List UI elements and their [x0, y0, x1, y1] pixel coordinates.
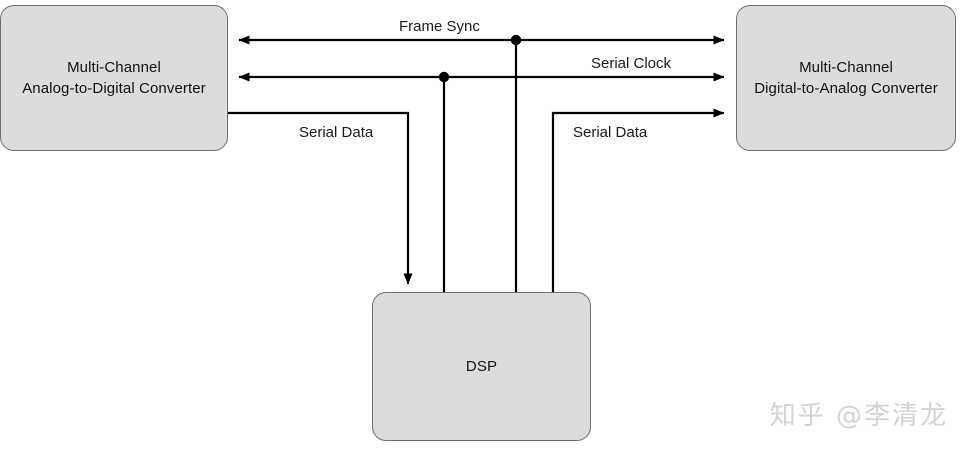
block-digital-to-analog-converter[interactable]: Multi-Channel Digital-to-Analog Converte…: [736, 5, 956, 151]
junction-dot-frame-sync: [510, 34, 522, 46]
label-frame-sync: Frame Sync: [399, 18, 480, 35]
label-serial-data-adc: Serial Data: [299, 124, 374, 141]
watermark: 知乎 @李清龙: [769, 401, 948, 431]
block-label-dsp: DSP: [465, 358, 498, 375]
block-dsp[interactable]: DSP: [372, 292, 591, 441]
label-serial-clock: Serial Clock: [591, 55, 672, 72]
block-label-dac: Multi-Channel Digital-to-Analog Converte…: [754, 59, 938, 97]
block-label-adc: Multi-Channel Analog-to-Digital Converte…: [22, 59, 206, 97]
block-analog-to-digital-converter[interactable]: Multi-Channel Analog-to-Digital Converte…: [0, 5, 228, 151]
junction-dot-serial-clock: [438, 71, 450, 83]
label-serial-data-dac: Serial Data: [573, 124, 648, 141]
